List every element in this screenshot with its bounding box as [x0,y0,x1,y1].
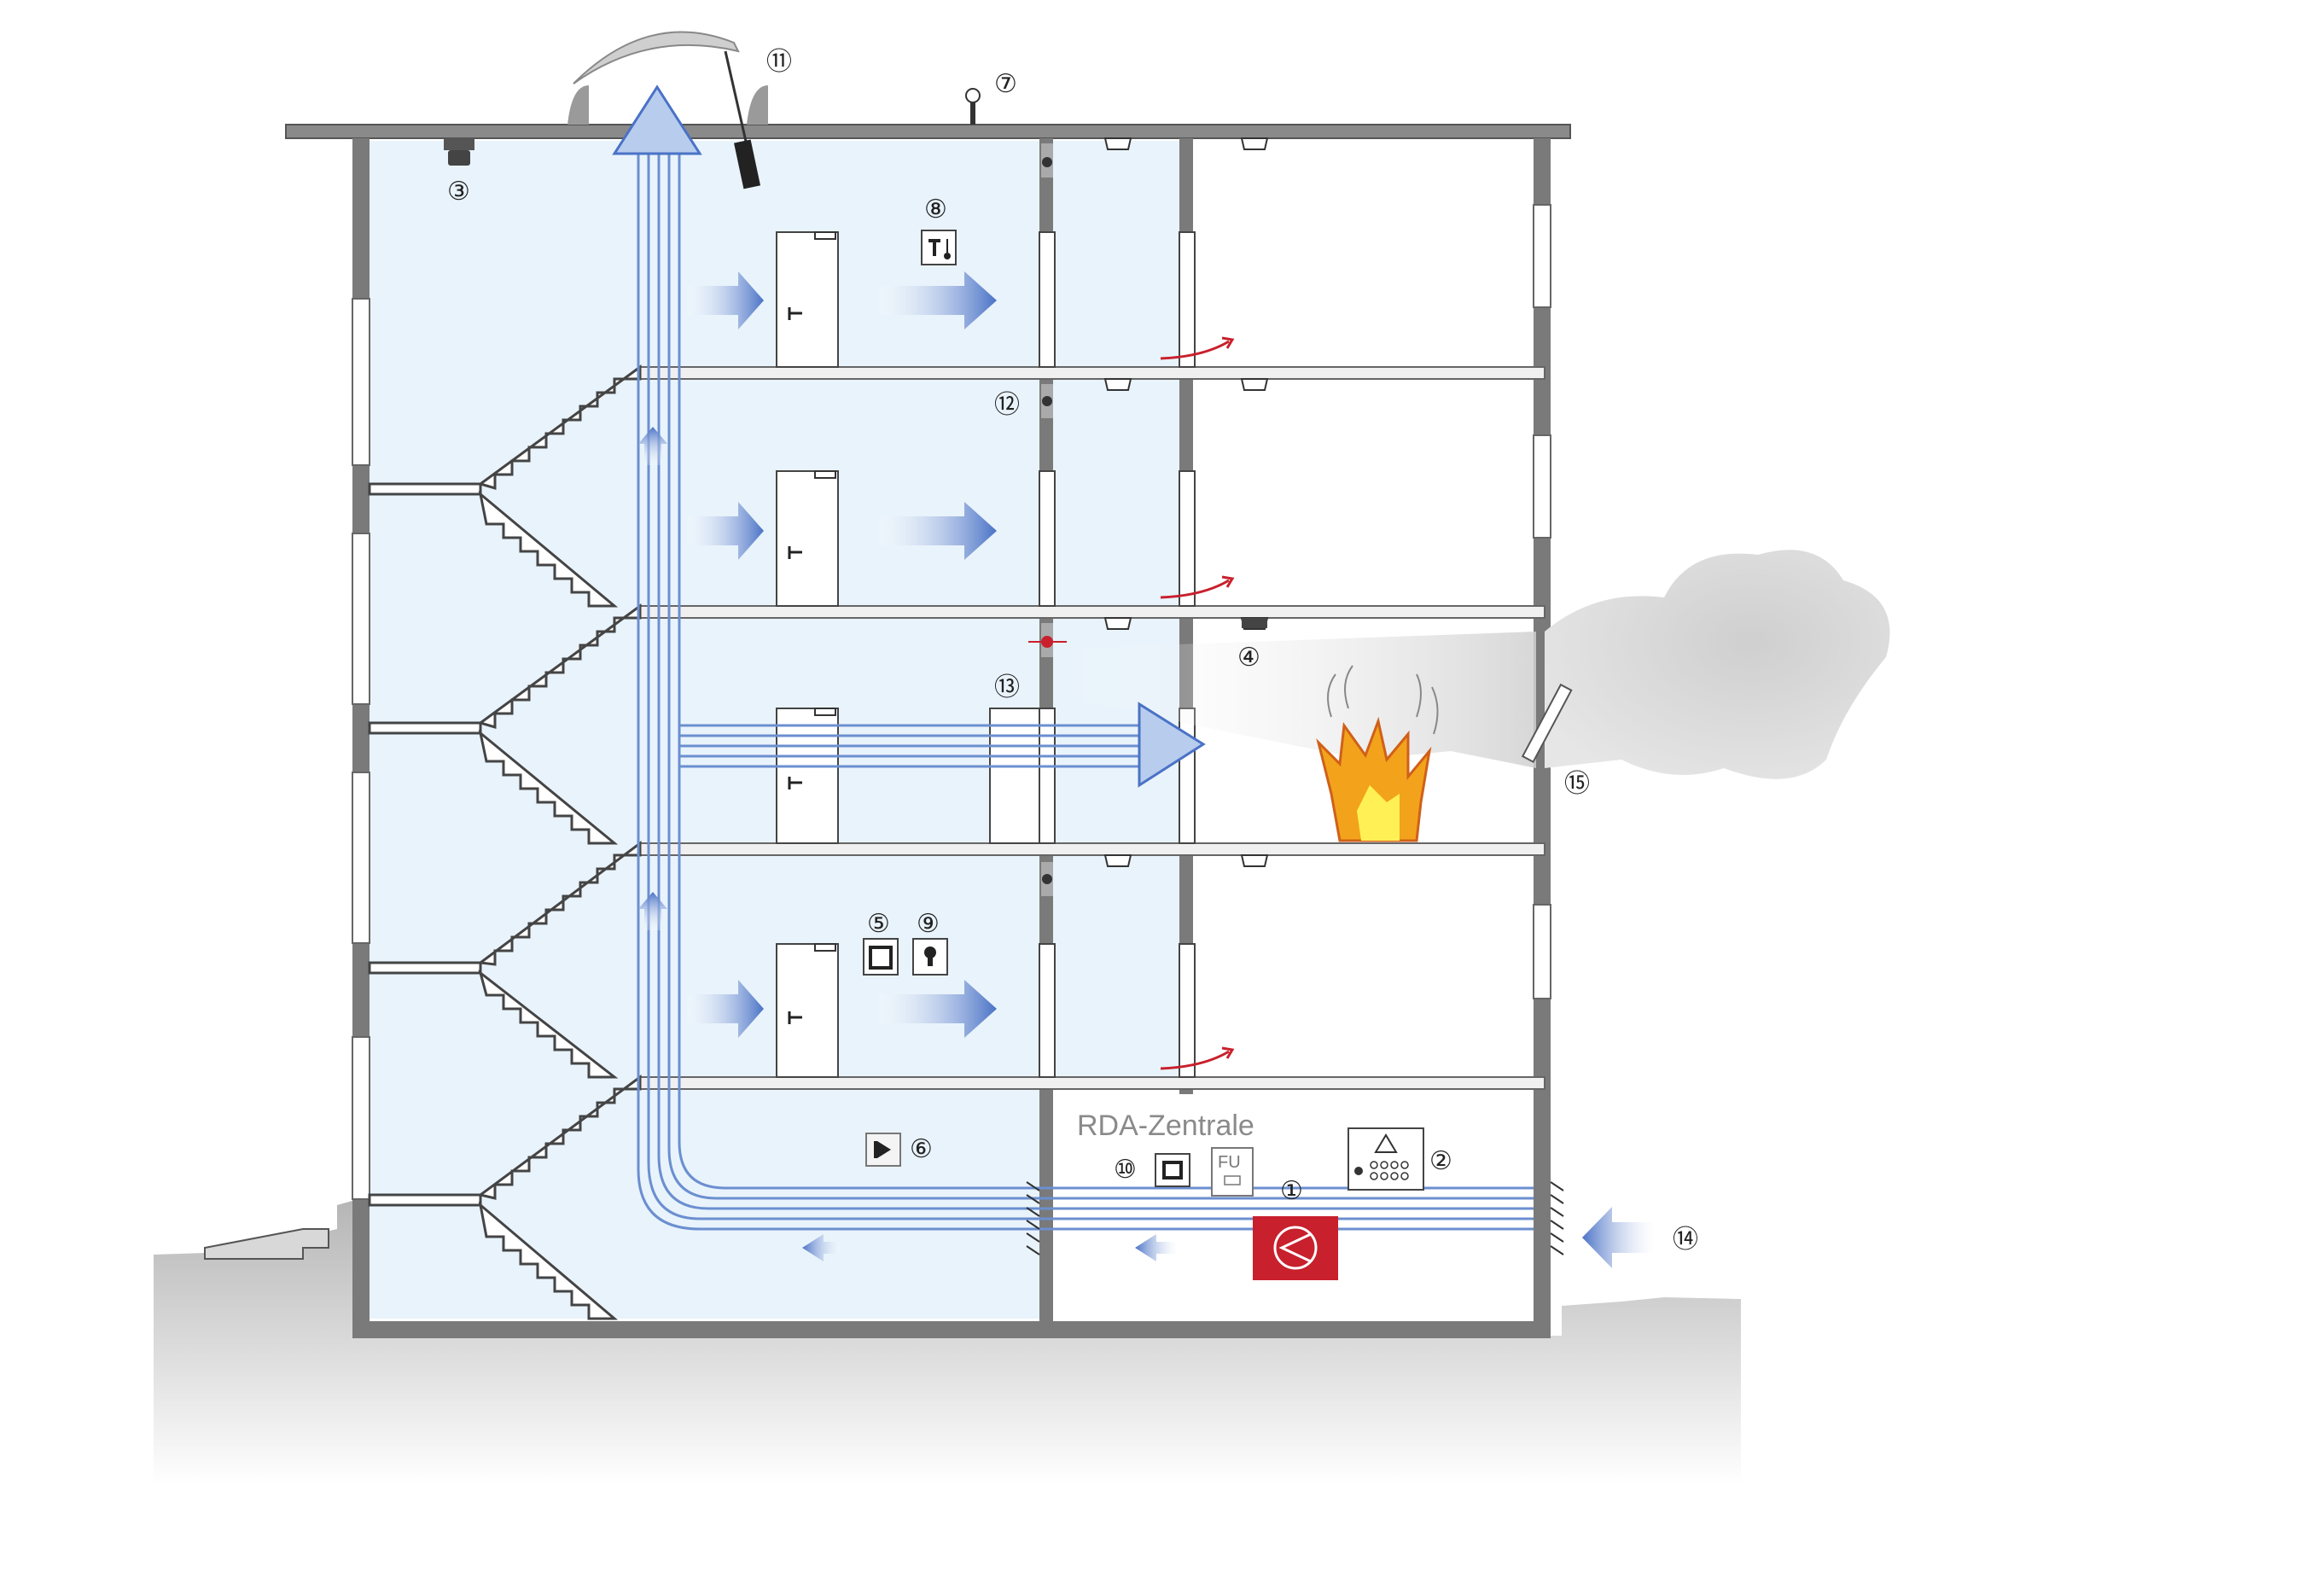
vent-actuator [724,50,761,189]
fire-floor-inlet-arrow [1138,702,1206,788]
marker-11: ⑪ [766,47,792,77]
floor-slabs [639,366,1545,1090]
smoke-vent-window [1521,683,1573,764]
marker-2: ② [1429,1146,1452,1176]
door-closers [814,231,836,952]
door-opening-arrows [1160,336,1235,1070]
smoke-detector-4 [1242,618,1267,628]
key-switch-9 [912,938,948,976]
stair-landings [368,482,482,1207]
control-panel [1347,1127,1424,1191]
door-handles [788,307,802,1024]
left-windows [352,298,370,1200]
stairwell-doors [776,231,1042,1078]
stair-flights [477,364,642,1320]
roof-slab [285,124,1571,139]
fire [1316,665,1439,842]
marker-7: ⑦ [994,69,1017,99]
marker-12: ⑫ [994,390,1020,420]
marker-10: ⑩ [1114,1155,1137,1185]
flow-arrows-left [802,1234,1178,1261]
markers: ① ② ③ ④ ⑤ ⑥ ⑦ ⑧ ⑨ ⑩ ⑪ ⑫ ⑬ ⑭ ⑮ [447,47,1698,1255]
supply-air-duct [637,141,1534,1231]
marker-6: ⑥ [910,1134,933,1164]
temperature-sensor-8 [921,230,957,265]
right-windows [1533,204,1551,999]
wind-sensor [965,88,981,125]
air-intake-grilles [1026,1181,1564,1255]
manual-switch-10 [1155,1153,1190,1187]
marker-4: ④ [1237,643,1260,673]
activated-door-holder [1028,623,1067,657]
siren-6 [865,1133,901,1167]
manual-call-point-5 [863,938,899,976]
flow-arrows-up [638,427,667,930]
smoke-vent-dome [568,31,768,125]
hold-open-devices [1041,143,1053,896]
fu-label: FU [1218,1153,1241,1172]
panel-label: RDA-Zentrale [1077,1110,1254,1142]
smoke-cloud-outside [1545,550,1890,779]
supply-fan [1253,1216,1338,1280]
basement-floor [352,1321,1551,1338]
marker-3: ③ [447,177,470,207]
marker-9: ⑨ [917,909,940,939]
marker-8: ⑧ [924,195,947,224]
smoke-detector-ceiling [444,138,474,166]
flow-arrows-right [687,271,1655,1268]
smoke-cloud-inside [1058,632,1536,768]
roof-outlet-arrow [612,84,702,155]
marker-15: ⑮ [1564,769,1590,799]
marker-13: ⑬ [994,673,1020,702]
marker-1: ① [1280,1176,1303,1206]
ground [154,1199,1741,1485]
entrance-steps [204,1228,329,1260]
frequency-converter [1211,1147,1254,1197]
marker-5: ⑤ [867,909,890,939]
marker-14: ⑭ [1673,1225,1698,1255]
corridor-doors [1039,231,1196,1078]
